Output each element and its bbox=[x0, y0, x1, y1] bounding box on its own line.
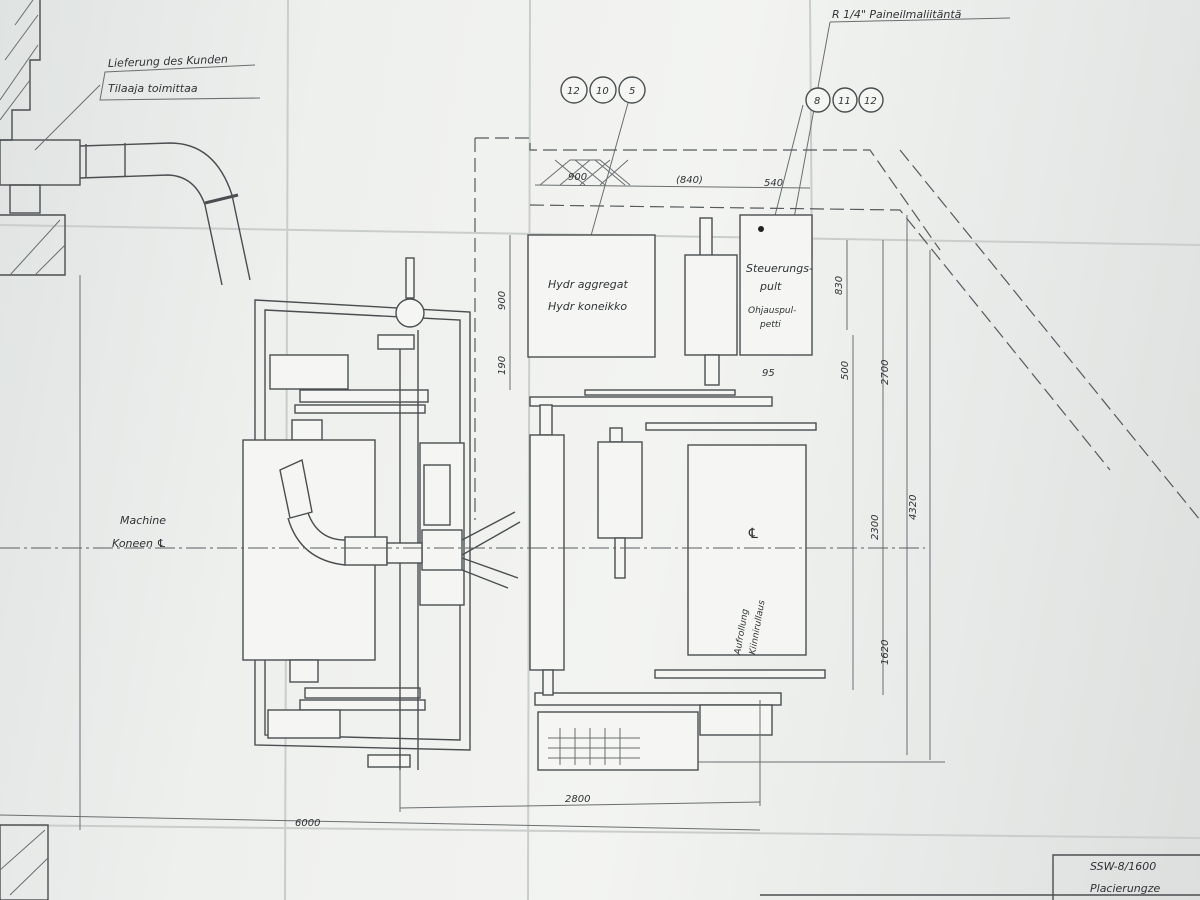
roller bbox=[529, 404, 565, 696]
dim-95: 95 bbox=[762, 368, 775, 379]
drawing-number: SSW-8/1600 bbox=[1090, 860, 1156, 873]
balloon: 12 bbox=[567, 86, 580, 97]
hydraulic-unit bbox=[527, 234, 656, 358]
winder-unit bbox=[687, 444, 807, 656]
dim-540: 540 bbox=[764, 178, 783, 189]
dim-4320: 4320 bbox=[908, 495, 919, 520]
hydraulic-unit-label-fi: Hydr koneikko bbox=[548, 300, 627, 313]
duct bbox=[0, 139, 251, 286]
dim-900-top: 900 bbox=[568, 172, 587, 183]
balloon: 8 bbox=[814, 96, 820, 107]
drawing-title: Placierungze bbox=[1090, 882, 1161, 895]
machine-label-de: Machine bbox=[120, 514, 166, 527]
dim-500: 500 bbox=[840, 361, 851, 380]
balloon: 11 bbox=[838, 96, 851, 107]
balloon: 10 bbox=[596, 86, 609, 97]
boundary-line bbox=[474, 137, 1200, 521]
dim-2700: 2700 bbox=[880, 360, 891, 385]
control-desk-label-de: Steuerungs- bbox=[746, 262, 813, 275]
title-block: SSW-8/1600 Placierungze bbox=[760, 854, 1200, 900]
motor bbox=[684, 217, 738, 386]
dim-190: 190 bbox=[497, 356, 508, 375]
hydraulic-unit-label-de: Hydr aggregat bbox=[548, 278, 629, 291]
leader-line bbox=[99, 64, 261, 101]
balloon: 5 bbox=[629, 86, 635, 97]
balloon-group-b: 8 11 12 bbox=[764, 87, 884, 256]
dim-900-side: 900 bbox=[497, 291, 508, 310]
customer-supply-label-fi: Tilaaja toimittaa bbox=[108, 82, 198, 95]
balloon: 12 bbox=[864, 96, 877, 107]
cabinet bbox=[537, 711, 699, 771]
right-dimensions bbox=[540, 215, 945, 763]
winder-centerline: ℄ bbox=[747, 526, 760, 542]
rail bbox=[529, 396, 773, 407]
customer-supply-label-de: Lieferung des Kunden bbox=[108, 53, 229, 70]
air-connection-label: R 1/4" Paineilmaliitäntä bbox=[832, 8, 962, 21]
motor bbox=[597, 427, 643, 579]
machine-label-fi: Koneen ℄ bbox=[112, 537, 166, 550]
control-desk-label-de-2: pult bbox=[759, 280, 782, 293]
fold-line bbox=[0, 824, 1200, 839]
control-desk-label-fi-2: petti bbox=[759, 320, 781, 330]
dim-6000: 6000 bbox=[295, 818, 320, 829]
dim-2800: 2800 bbox=[565, 794, 590, 805]
machine-frame bbox=[242, 257, 521, 770]
dim-830: 830 bbox=[834, 276, 845, 295]
dim-840: (840) bbox=[676, 175, 703, 186]
dim-2300: 2300 bbox=[870, 515, 881, 540]
hatch-area bbox=[539, 159, 631, 186]
dim-1620: 1620 bbox=[880, 640, 891, 665]
control-desk bbox=[739, 214, 813, 356]
wall-hatch bbox=[0, 0, 66, 900]
control-desk-label-fi: Ohjauspul- bbox=[748, 306, 796, 316]
